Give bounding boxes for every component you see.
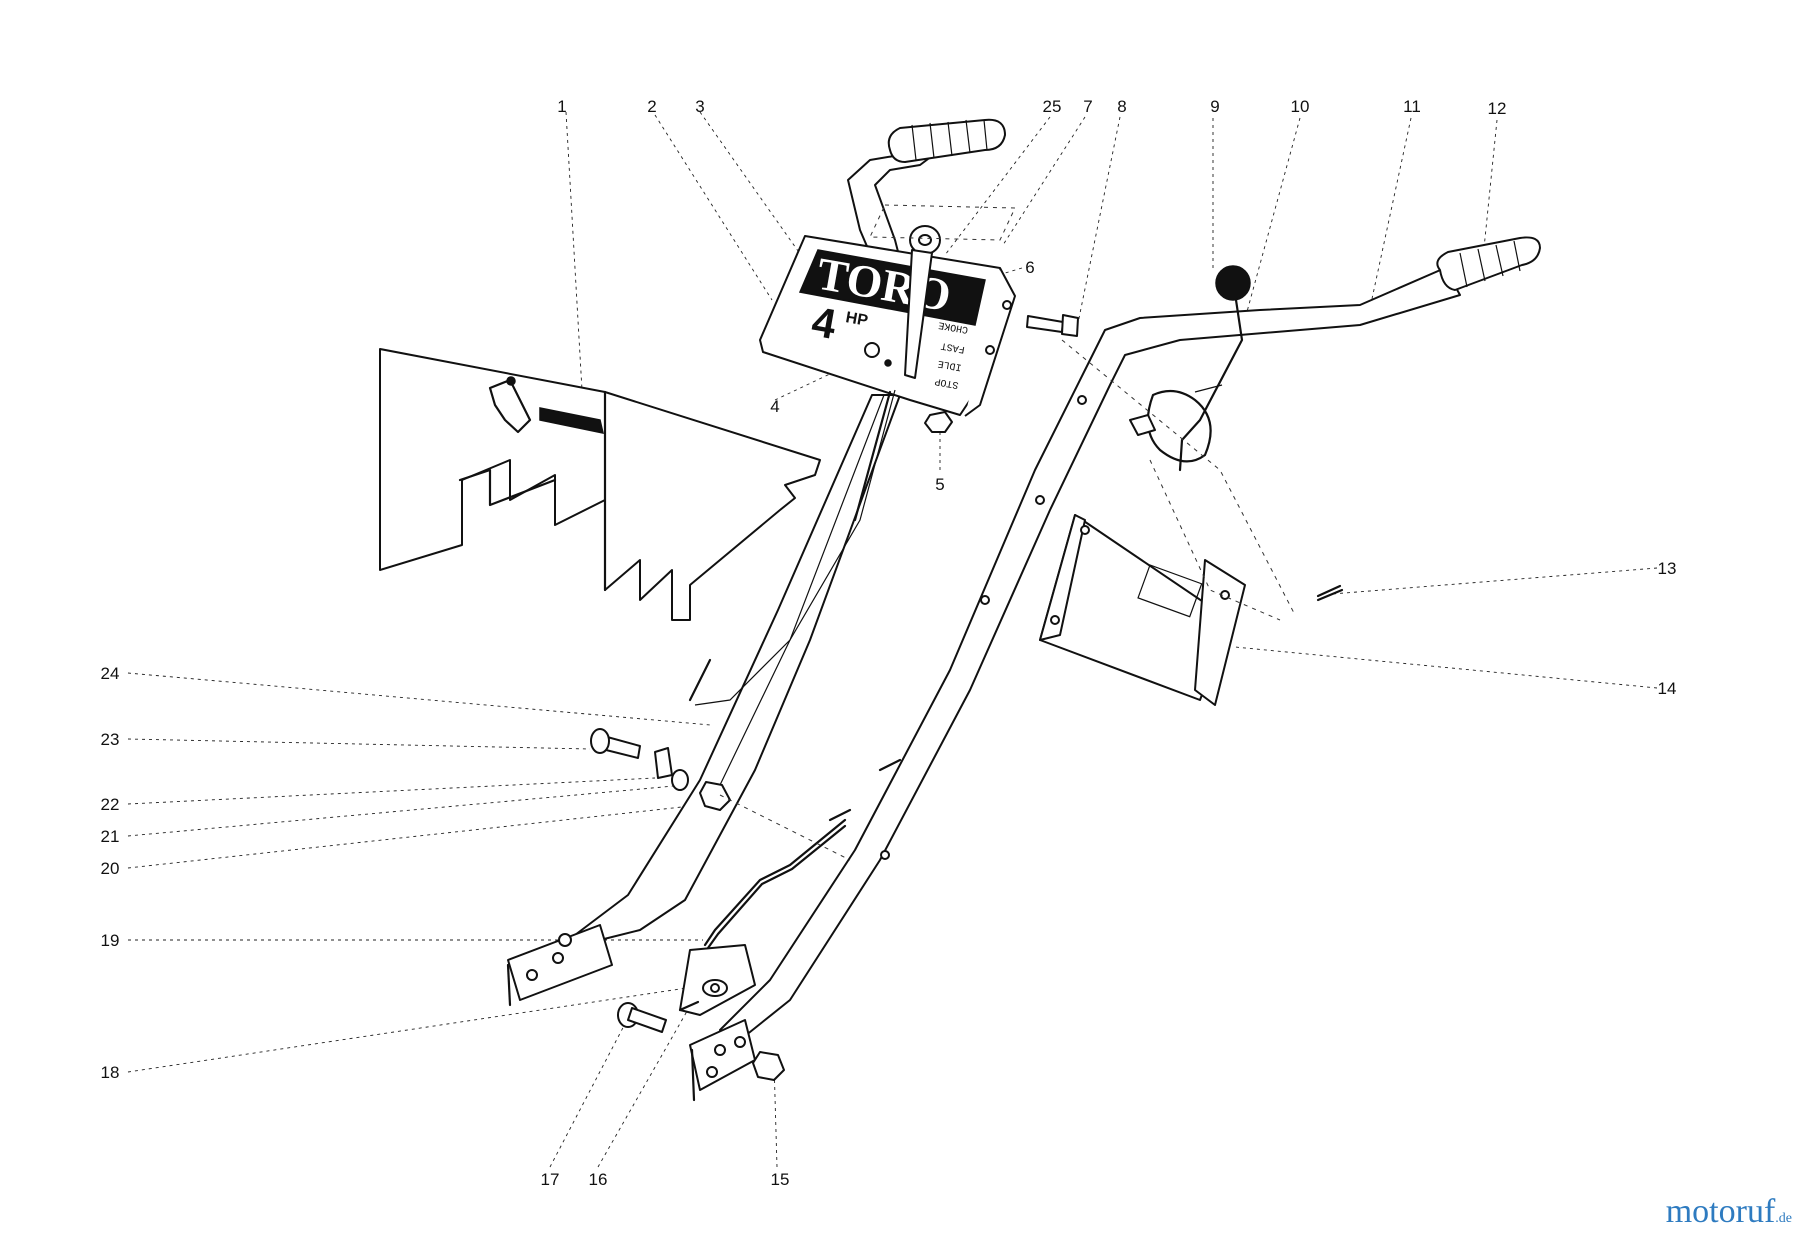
speed-labels: STOP IDLE FAST CHOKE (934, 318, 969, 390)
label-part-1: 1 (557, 97, 566, 116)
leader-1 (565, 111, 583, 391)
label-part-5: 5 (935, 475, 944, 494)
label-part-13: 13 (1658, 559, 1677, 578)
right-grip (1436, 236, 1541, 291)
leader-21 (127, 784, 686, 837)
label-part-11: 11 (1403, 97, 1421, 116)
label-part-9: 9 (1210, 97, 1219, 116)
label-part-6: 6 (1025, 258, 1034, 277)
part-8-bolt (1026, 314, 1079, 337)
watermark-text: motoruf (1665, 1193, 1776, 1230)
label-part-23: 23 (101, 730, 120, 749)
part-1-shield-panel (379, 348, 821, 621)
alignment-dashed-3 (719, 794, 851, 861)
leader-8 (1076, 116, 1121, 329)
linkage-plate (679, 818, 847, 1016)
label-part-25: 25 (1043, 97, 1062, 116)
label-part-7: 7 (1083, 97, 1092, 116)
leader-12 (1482, 119, 1498, 259)
lower-left-foot-plate (506, 924, 613, 1007)
leader-14 (1234, 646, 1658, 689)
label-part-3: 3 (695, 97, 704, 116)
part-7-decal-outline (869, 204, 1016, 241)
label-part-4: 4 (770, 397, 779, 416)
part-21-washer (671, 769, 689, 791)
leader-20 (127, 804, 701, 869)
label-part-22: 22 (101, 795, 120, 814)
leader-13 (1331, 567, 1658, 595)
watermark-logo: motoruf.de (1666, 1193, 1792, 1231)
part-17-bolt (617, 1002, 667, 1033)
speed-label-choke: CHOKE (938, 318, 969, 334)
control-cable (694, 389, 896, 706)
leader-23 (127, 738, 591, 750)
left-grip (887, 118, 1006, 163)
speed-label-fast: FAST (940, 339, 966, 354)
part-13-cotter-pin (1316, 584, 1344, 602)
leader-17 (549, 1019, 628, 1168)
shift-knob (1215, 265, 1251, 301)
part-22-spacer (654, 747, 673, 779)
part-15-nut (752, 1051, 785, 1081)
speed-label-stop: STOP (934, 375, 960, 390)
label-part-2: 2 (647, 97, 656, 116)
part-19-rod (703, 818, 847, 947)
leader-3 (699, 111, 804, 259)
watermark-domain: .de (1775, 1211, 1792, 1226)
part-5-nut (924, 411, 953, 433)
plate-screw (864, 342, 880, 358)
label-part-19: 19 (101, 931, 120, 950)
label-part-15: 15 (771, 1170, 790, 1189)
leader-16 (597, 1005, 691, 1168)
lower-right-foot-plate (689, 1019, 756, 1102)
part-14-bracket (1039, 514, 1246, 706)
label-part-20: 20 (101, 859, 120, 878)
speed-label-idle: IDLE (937, 357, 963, 372)
leader-24 (127, 672, 711, 726)
label-part-8: 8 (1117, 97, 1126, 116)
label-part-16: 16 (589, 1170, 608, 1189)
leader-22 (127, 777, 656, 805)
leader-lines (127, 111, 1658, 1168)
label-part-12: 12 (1488, 99, 1507, 118)
leader-25 (944, 116, 1051, 256)
label-part-17: 17 (541, 1170, 560, 1189)
label-part-18: 18 (101, 1063, 120, 1082)
part-number-labels: 1 2 3 4 5 6 7 8 9 10 11 12 13 14 15 16 1… (101, 97, 1677, 1189)
control-plate: TORO 4 HP STOP IDLE FAST CHOKE (759, 235, 1016, 417)
leader-10 (1241, 117, 1301, 331)
bolt-stack (590, 728, 851, 861)
throttle-lever (904, 225, 941, 379)
label-part-24: 24 (101, 664, 120, 683)
leader-11 (1369, 117, 1412, 309)
alignment-dashed-1 (1149, 459, 1281, 621)
leader-18 (127, 985, 701, 1073)
label-part-10: 10 (1291, 97, 1310, 116)
part-16-pin (678, 1000, 700, 1012)
part-9-10-shift-lever (1129, 265, 1251, 472)
leader-2 (654, 114, 773, 301)
power-unit-text: HP (844, 309, 869, 330)
part-20-nut (699, 781, 731, 811)
leader-7 (1002, 116, 1086, 246)
label-part-21: 21 (101, 827, 120, 846)
upper-left-grip-tube (847, 118, 1006, 301)
label-part-14: 14 (1658, 679, 1677, 698)
